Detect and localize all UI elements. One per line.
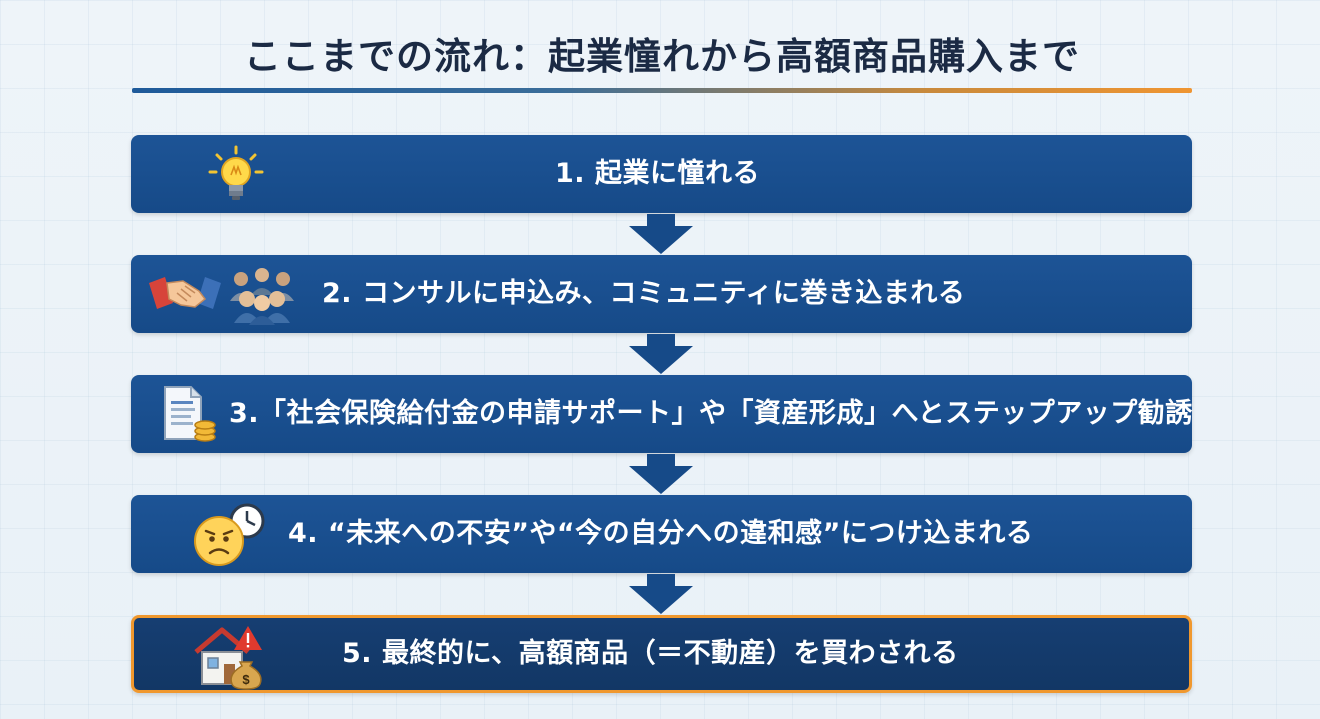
- flow-step-2: 2. コンサルに申込み、コミュニティに巻き込まれる: [131, 255, 1192, 333]
- handshake-icon: [149, 277, 221, 309]
- title-underline: [132, 88, 1192, 93]
- step-label: 2. コンサルに申込み、コミュニティに巻き込まれる: [322, 278, 966, 309]
- flow-step-4: 4. “未来への不安”や“今の自分への違和感”につけ込まれる: [131, 495, 1192, 573]
- document-coins-icon: [164, 386, 216, 442]
- step-label: 4. “未来への不安”や“今の自分への違和感”につけ込まれる: [288, 518, 1034, 549]
- svg-text:$: $: [242, 672, 250, 687]
- page-title: ここまでの流れ：起業憧れから高額商品購入まで: [244, 35, 1080, 78]
- down-arrow-icon: [629, 454, 693, 494]
- lightbulb-icon: [208, 145, 264, 200]
- step-label: 3.「社会保険給付金の申請サポート」や「資産形成」へとステップアップ勧誘: [229, 398, 1193, 429]
- flow-step-5-final: $ 5. 最終的に、高額商品（＝不動産）を買わされる: [131, 615, 1192, 693]
- house-moneybag-warning-icon: $: [194, 626, 262, 690]
- flow-step-1: 1. 起業に憧れる: [131, 135, 1192, 213]
- step-label: 5. 最終的に、高額商品（＝不動産）を買わされる: [342, 638, 959, 669]
- down-arrow-icon: [629, 334, 693, 374]
- step-label: 1. 起業に憧れる: [555, 158, 760, 189]
- worried-face-clock-icon: [194, 503, 265, 566]
- flow-step-3: 3.「社会保険給付金の申請サポート」や「資産形成」へとステップアップ勧誘: [131, 375, 1192, 453]
- group-people-icon: [230, 268, 294, 325]
- down-arrow-icon: [629, 574, 693, 614]
- down-arrow-icon: [629, 214, 693, 254]
